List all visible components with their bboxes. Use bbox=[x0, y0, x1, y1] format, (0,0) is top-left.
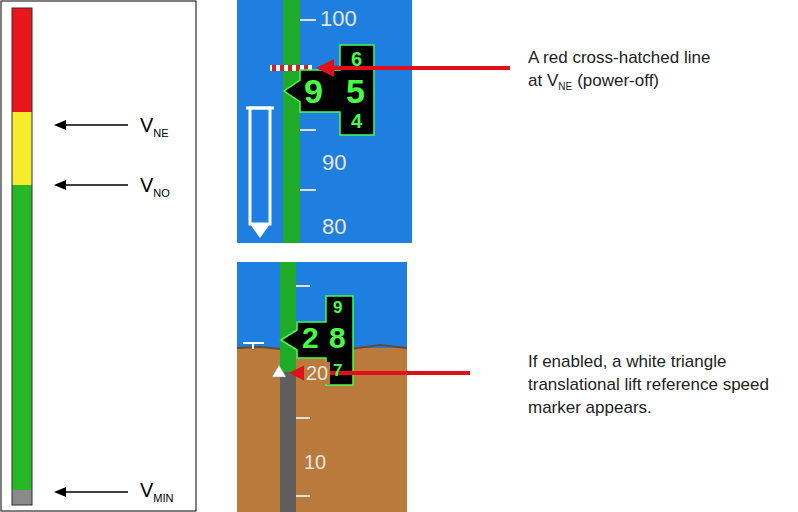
callout-text-group: If enabled, a white triangle translation… bbox=[528, 350, 773, 419]
panel-border bbox=[1, 1, 196, 511]
rolling-digit-group: 8 bbox=[329, 321, 353, 355]
rolling-digit: 4 bbox=[351, 110, 362, 132]
speed-label-group: VNO bbox=[140, 173, 200, 205]
speed-label-group: VMIN bbox=[140, 478, 200, 510]
subscript: MIN bbox=[153, 492, 173, 504]
rolling-digit: 5 bbox=[346, 72, 365, 110]
ground bbox=[237, 262, 407, 512]
airspeed-digit: 2 bbox=[302, 321, 319, 354]
rolling-digit-group: 6 bbox=[351, 47, 371, 71]
tape-number: 80 bbox=[322, 214, 346, 239]
subscript: NE bbox=[153, 127, 168, 139]
aircraft-symbol bbox=[243, 343, 264, 349]
translational-lift-marker bbox=[272, 365, 286, 377]
green-band bbox=[280, 262, 296, 372]
rolling-digit-group: 9 bbox=[333, 297, 351, 318]
airspeed-digit-group: 9 bbox=[304, 72, 338, 110]
trend-tip bbox=[250, 224, 270, 238]
callout-text-group: A red cross-hatched line at VNE(power-of… bbox=[528, 46, 728, 98]
yellow-arc bbox=[12, 112, 32, 185]
subscript: NE bbox=[558, 81, 572, 92]
airspeed-pointer bbox=[284, 45, 374, 135]
tape-number-group: 20 bbox=[304, 361, 334, 385]
speed-label: V bbox=[140, 479, 153, 501]
rolling-digit: 9 bbox=[333, 298, 342, 317]
tape-number-group: 10 bbox=[304, 450, 334, 474]
rolling-digit-group: 5 bbox=[346, 72, 374, 110]
callout-text: If enabled, a white triangle translation… bbox=[528, 352, 769, 417]
tape-number-group: 80 bbox=[322, 214, 362, 240]
red-arc bbox=[12, 8, 32, 112]
green-arc bbox=[12, 185, 32, 490]
green-band bbox=[283, 0, 300, 243]
gray-arc bbox=[12, 490, 32, 505]
trend-cap bbox=[246, 107, 274, 110]
rolling-digit: 8 bbox=[329, 321, 346, 354]
arrow-heads bbox=[54, 120, 66, 497]
tape-number: 90 bbox=[322, 150, 346, 175]
sky-ground bbox=[237, 0, 412, 243]
tape-number: 20 bbox=[304, 362, 330, 384]
speed-label: V bbox=[140, 114, 153, 136]
gray-band bbox=[280, 372, 296, 512]
pointer-arrows bbox=[62, 125, 128, 492]
rolling-digit-group: 4 bbox=[351, 109, 371, 133]
tape-number: 10 bbox=[304, 451, 326, 473]
tape-number-group: 100 bbox=[320, 6, 370, 32]
tape-number-group: 90 bbox=[322, 150, 362, 176]
speed-label-group: VNE bbox=[140, 113, 200, 145]
rolling-digit: 6 bbox=[351, 48, 362, 70]
trend-vector bbox=[250, 108, 270, 224]
rolling-digit-group: 7 bbox=[333, 360, 351, 381]
subscript: NO bbox=[153, 187, 170, 199]
tape-outline bbox=[12, 8, 32, 505]
speed-label: V bbox=[140, 174, 153, 196]
callout-text: (power-off) bbox=[577, 71, 659, 90]
rolling-digit: 7 bbox=[333, 361, 342, 380]
tape-number: 100 bbox=[320, 6, 357, 31]
airspeed-digit: 9 bbox=[304, 72, 323, 110]
airspeed-digit-group: 2 bbox=[302, 321, 326, 355]
